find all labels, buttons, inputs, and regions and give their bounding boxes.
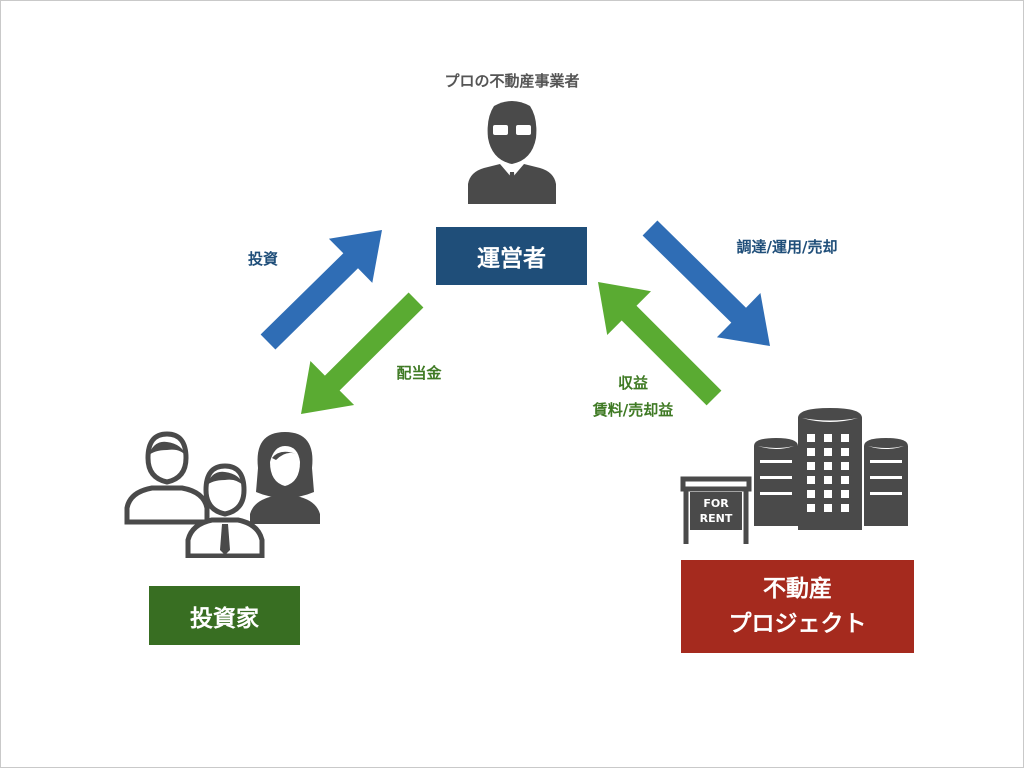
building-window [807,462,815,470]
investor-label: 投資家 [190,605,259,632]
building-window [824,476,832,484]
returns-flow-label: 収益 賃料/売却益 [568,370,698,424]
building-window [807,434,815,442]
building-window [807,448,815,456]
project-label-line2: プロジェクト [728,610,867,637]
building-window [807,476,815,484]
building-window [824,448,832,456]
businessman-with-glasses-icon [468,101,556,204]
dividend-flow-label: 配当金 [396,364,442,382]
building-window [824,504,832,512]
returns-label-line2: 賃料/売却益 [592,401,674,419]
investor-box: 投資家 [149,586,300,645]
building-window [807,490,815,498]
operator-label: 運営者 [477,246,546,272]
people-group-icon [124,431,320,558]
invest-flow-label: 投資 [247,250,278,268]
building-window [841,490,849,498]
invest-arrow [260,230,382,350]
for-rent-sign-icon: FOR RENT [680,476,752,544]
building-window [807,504,815,512]
building-window [824,462,832,470]
building-window [841,476,849,484]
building-window [841,504,849,512]
building-window [841,434,849,442]
procurement-flow-label: 調達/運用/売却 [736,238,838,256]
returns-label-line1: 収益 [617,374,648,392]
sign-text-rent: RENT [700,512,733,525]
building-window [824,490,832,498]
procurement-arrow [642,220,770,346]
buildings-icon [754,408,908,530]
building-window [841,448,849,456]
operator-box: 運営者 [436,227,587,285]
project-box: 不動産 プロジェクト [681,560,914,653]
building-window [841,462,849,470]
returns-arrow [598,282,722,406]
professional-label: プロの不動産事業者 [444,72,580,90]
dividend-arrow [301,292,424,414]
building-window [824,434,832,442]
sign-text-for: FOR [703,497,729,510]
project-label-line1: 不動産 [763,575,832,602]
